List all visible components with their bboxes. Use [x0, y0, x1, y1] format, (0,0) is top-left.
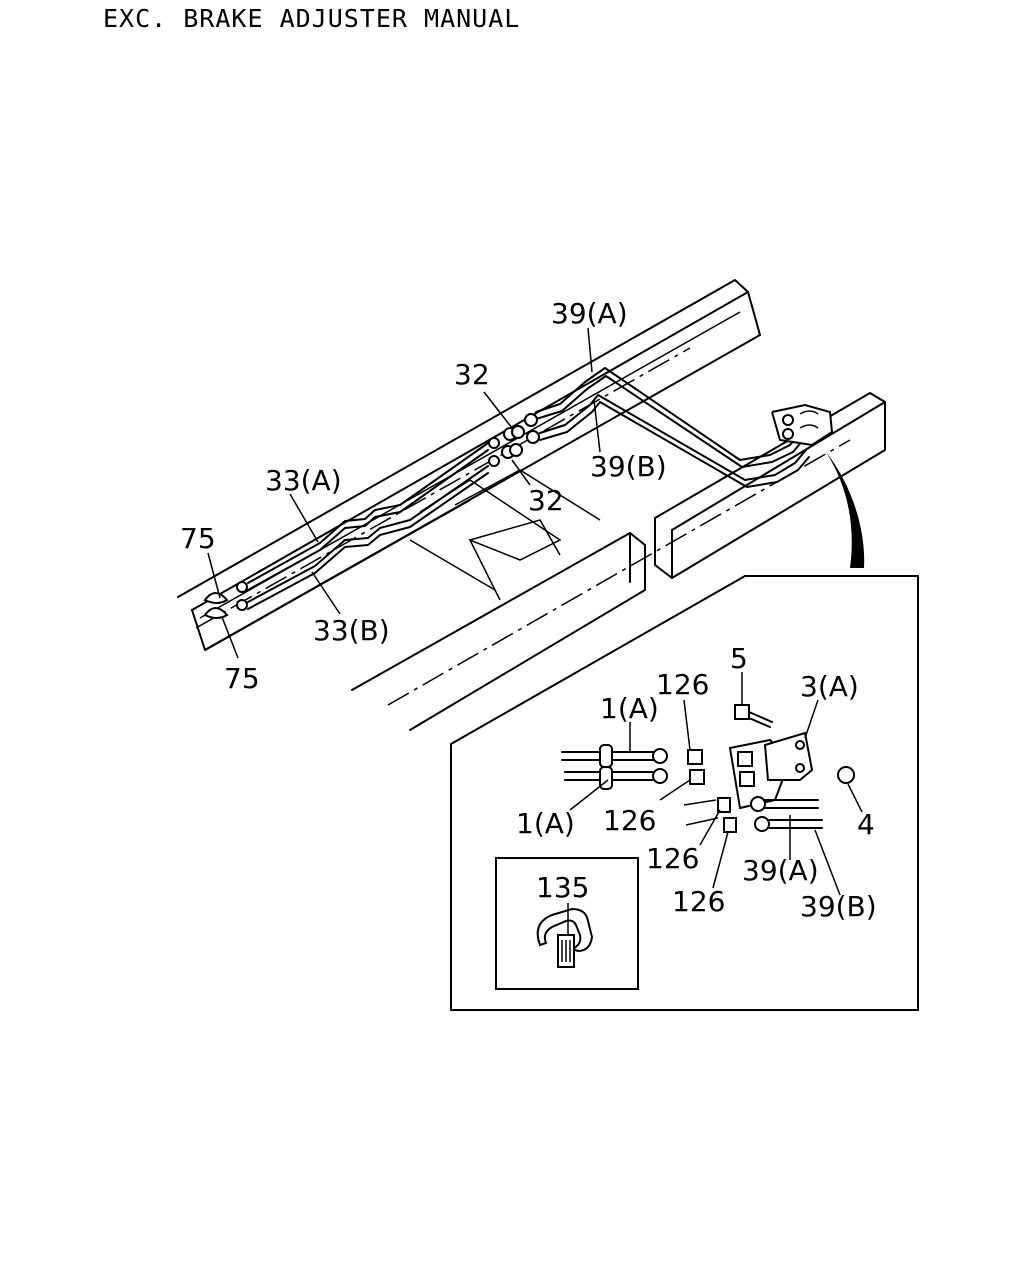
brake-pipe-33b: [247, 465, 489, 610]
frame-rail-center-dashdot: [195, 347, 851, 706]
nut-32-group: [488, 413, 540, 467]
brake-pipe-39b: [539, 394, 810, 488]
label-75-bottom: 75: [224, 662, 260, 695]
label-32-top: 32: [454, 358, 490, 391]
label-3a: 3(A): [800, 670, 859, 703]
label-126-mid: 126: [603, 804, 656, 837]
diagram-title: EXC. BRAKE ADJUSTER MANUAL: [103, 4, 521, 33]
label-126-lower: 126: [646, 842, 699, 875]
label-4: 4: [857, 808, 875, 841]
cross-member: [409, 469, 601, 601]
label-39a-detail: 39(A): [742, 854, 819, 887]
label-1a-bottom: 1(A): [516, 807, 575, 840]
label-126-bottom: 126: [672, 885, 725, 918]
brake-pipe-39a: [535, 367, 804, 468]
label-39a: 39(A): [551, 297, 628, 330]
label-75-top: 75: [180, 522, 216, 555]
zoom-pointer-detail: [826, 452, 865, 568]
label-39b: 39(B): [590, 450, 667, 483]
detail-leader-lines: [569, 672, 863, 896]
label-135: 135: [536, 871, 589, 904]
clip-135: [536, 907, 594, 968]
main-leader-lines: [207, 327, 601, 659]
rear-bracket: [771, 403, 834, 447]
frame-rail-lower: [351, 392, 886, 731]
label-5: 5: [730, 642, 748, 675]
label-33b: 33(B): [313, 614, 390, 647]
brake-pipe-33a: [247, 442, 489, 591]
label-39b-detail: 39(B): [800, 890, 877, 923]
label-126-top: 126: [656, 668, 709, 701]
label-33a: 33(A): [265, 464, 342, 497]
detail-parts: [561, 704, 855, 833]
label-32-bottom: 32: [528, 484, 564, 517]
clip-75-group: [203, 581, 248, 619]
label-1a-top: 1(A): [600, 692, 659, 725]
